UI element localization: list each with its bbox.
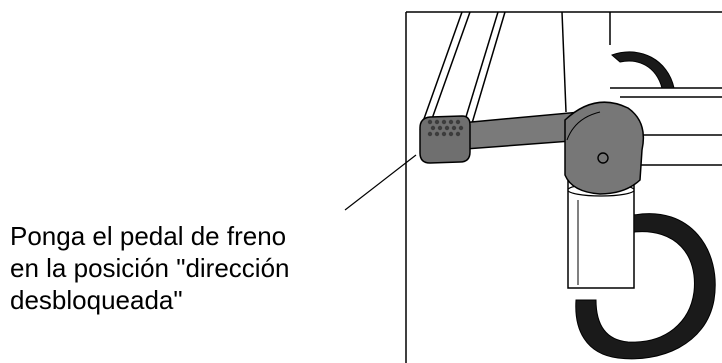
instruction-line-2: en la posición "dirección [10, 253, 290, 283]
caster-wheel [575, 213, 716, 360]
instruction-line-3: desbloqueada" [10, 285, 183, 315]
caster-stem [567, 177, 635, 289]
bed-frame-legs [419, 11, 611, 131]
frame-strut [610, 87, 722, 166]
instruction-text: Ponga el pedal de freno en la posición "… [10, 220, 390, 316]
illustration-frame [405, 11, 722, 363]
brake-pedal [419, 115, 471, 164]
leader-line [344, 154, 417, 211]
instruction-line-1: Ponga el pedal de freno [10, 221, 287, 251]
swivel-hub [564, 101, 645, 195]
rear-wheel-arc [611, 51, 675, 89]
pedal-grip-pattern [427, 119, 464, 137]
